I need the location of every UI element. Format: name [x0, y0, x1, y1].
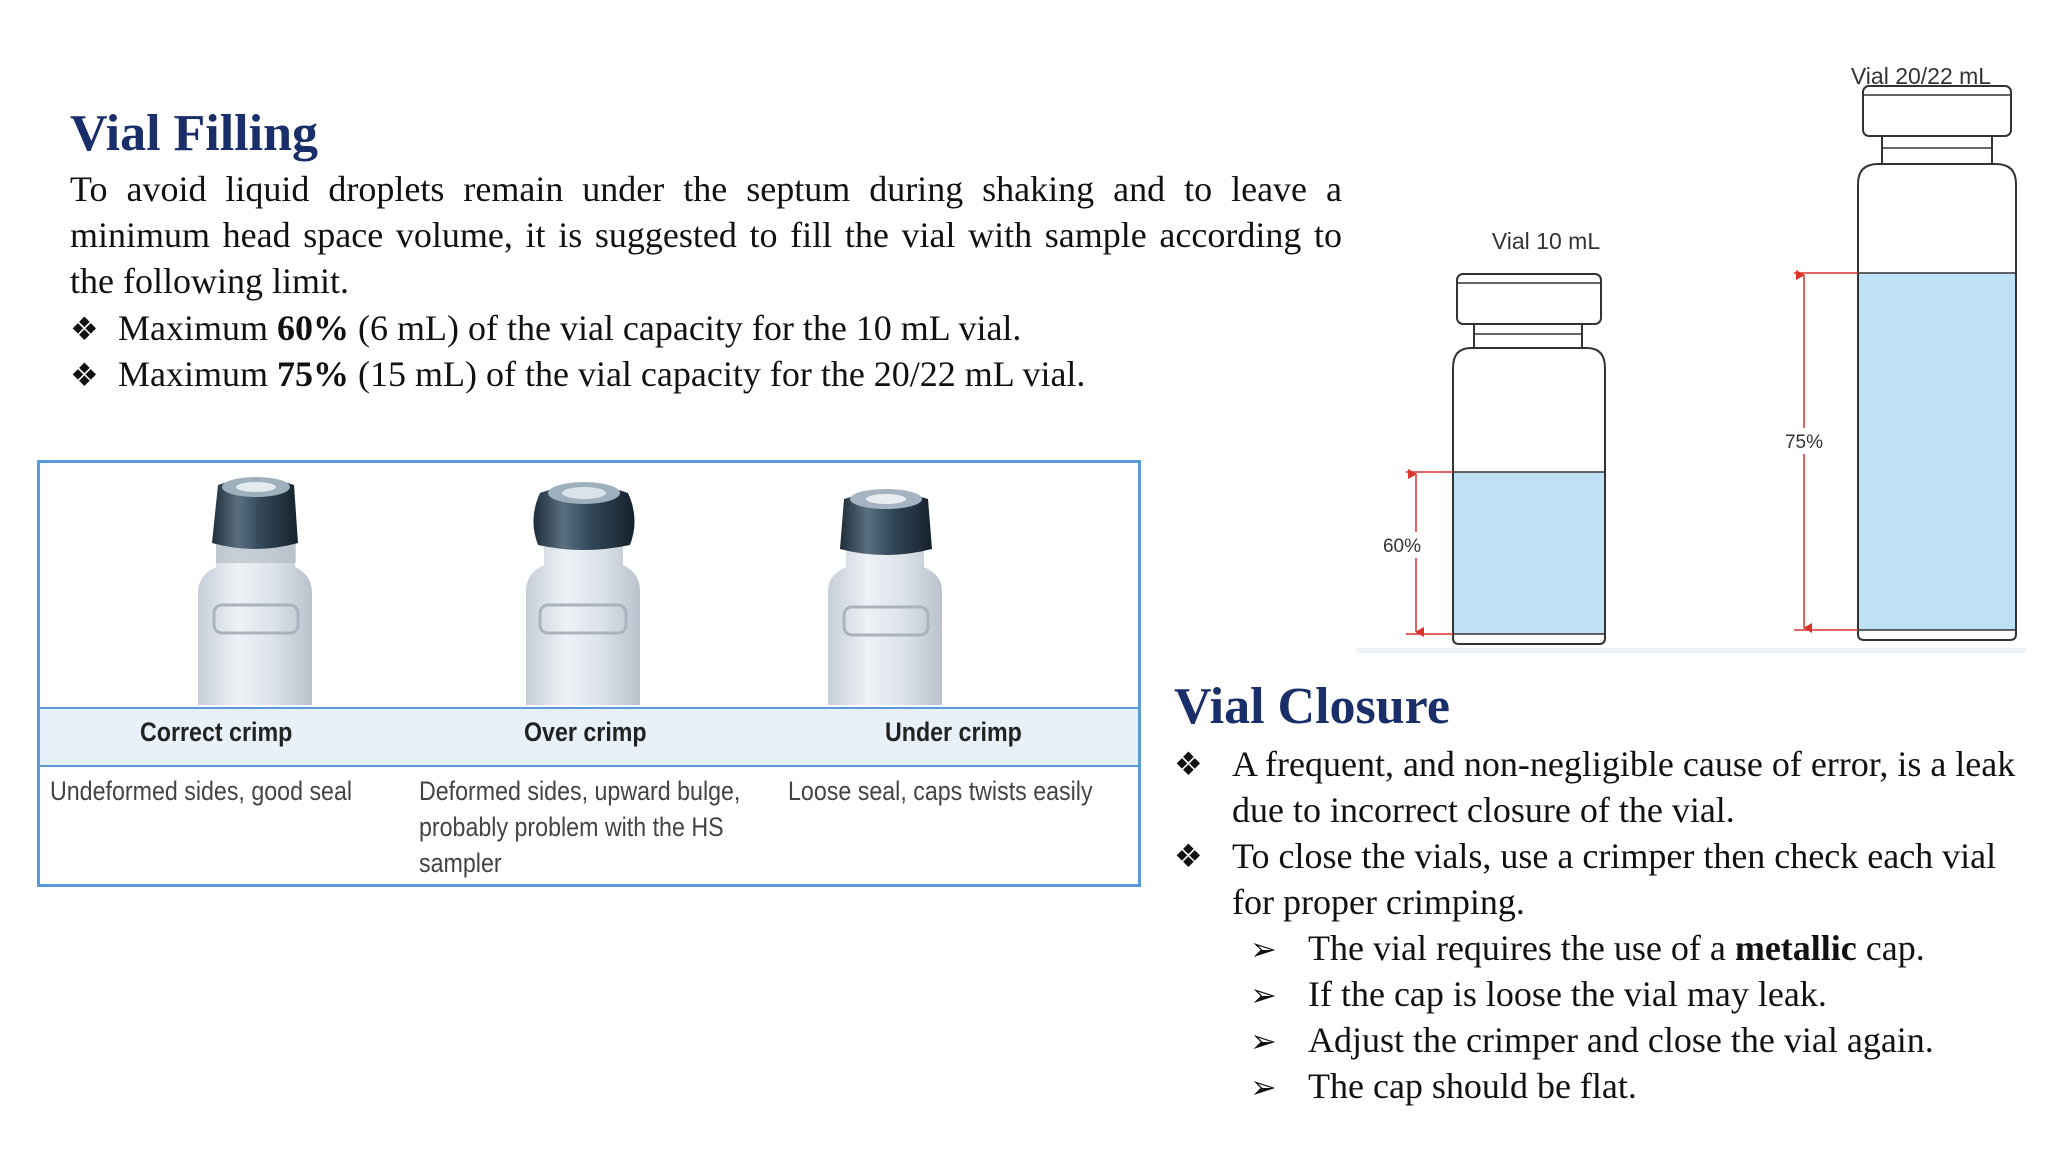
desc-over-crimp: Deformed sides, upward bulge, probably p… [419, 776, 741, 878]
vial-closure-title: Vial Closure [1174, 678, 1450, 735]
closure-sub-bullet-2: ➢If the cap is loose the vial may leak. [1250, 971, 1827, 1018]
vial-20-22ml-liquid [1859, 273, 2015, 630]
header-correct-crimp: Correct crimp [140, 717, 293, 747]
diamond-bullet-icon: ❖ [1174, 838, 1203, 874]
closure-sub-bullet-3: ➢Adjust the crimper and close the vial a… [1250, 1017, 1934, 1064]
arrow-bullet-icon: ➢ [1250, 1069, 1277, 1105]
vial-10ml-liquid [1454, 472, 1604, 634]
diamond-bullet-icon: ❖ [70, 357, 99, 393]
vial-20-22ml: Vial 20/22 mL 75% [1776, 63, 2017, 641]
vial-10ml-label: Vial 10 mL [1492, 228, 1600, 254]
vial-filling-title: Vial Filling [70, 105, 318, 162]
vial-10ml: Vial 10 mL 60% [1382, 228, 1606, 645]
closure-sub-bullet-1: ➢The vial requires the use of a metallic… [1250, 925, 1925, 972]
arrow-bullet-icon: ➢ [1250, 1023, 1277, 1059]
over-crimp-vial [526, 482, 640, 705]
vial-fill-diagram: Vial 10 mL 60% Vial 20/22 mL 75% [1356, 63, 2026, 653]
under-crimp-vial [828, 489, 942, 705]
closure-sub-bullet-4: ➢The cap should be flat. [1250, 1063, 1637, 1110]
header-over-crimp: Over crimp [524, 717, 647, 747]
arrow-bullet-icon: ➢ [1250, 977, 1277, 1013]
vial-filling-paragraph: To avoid liquid droplets remain under th… [70, 169, 1342, 301]
vial-20-22ml-percent: 75% [1785, 432, 1823, 453]
correct-crimp-vial [198, 477, 312, 705]
desc-correct-crimp: Undeformed sides, good seal [50, 776, 353, 806]
vial-20-22ml-label: Vial 20/22 mL [1851, 63, 1991, 89]
filling-bullet-2: ❖Maximum 75% (15 mL) of the vial capacit… [70, 351, 1085, 398]
arrow-bullet-icon: ➢ [1250, 931, 1277, 967]
diamond-bullet-icon: ❖ [1174, 746, 1203, 782]
vial-10ml-percent: 60% [1383, 536, 1421, 557]
desc-under-crimp: Loose seal, caps twists easily [788, 776, 1093, 806]
closure-bullet-2: ❖ To close the vials, use a crimper then… [1174, 833, 2016, 925]
crimp-table-header: Correct crimp Over crimp Under crimp [40, 707, 1138, 767]
diamond-bullet-icon: ❖ [70, 311, 99, 347]
crimp-vials-photo [198, 477, 942, 705]
crimp-comparison-table: Correct crimp Over crimp Under crimp Und… [37, 460, 1141, 887]
diagram-baseline [1356, 648, 2026, 653]
closure-bullet-1: ❖ A frequent, and non-negligible cause o… [1174, 741, 2016, 833]
header-under-crimp: Under crimp [885, 717, 1022, 747]
filling-bullet-1: ❖Maximum 60% (6 mL) of the vial capacity… [70, 305, 1021, 352]
